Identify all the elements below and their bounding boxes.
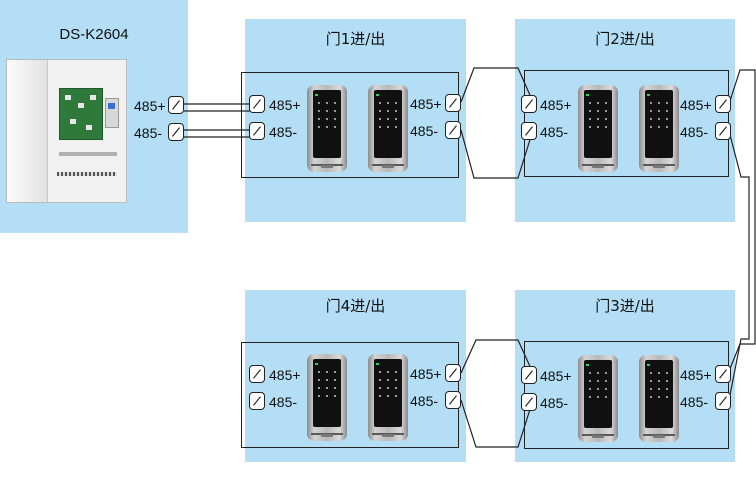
door3-in-minus-label: 485- <box>540 395 569 411</box>
door1-in-minus-terminal <box>249 122 265 140</box>
door3-out-minus-label: 485- <box>680 394 709 410</box>
door3-title: 门3进/出 <box>595 297 655 315</box>
door3-panel: 门3进/出 <box>515 290 735 462</box>
door3-in-minus-terminal <box>521 393 537 411</box>
door1-reader-in <box>307 85 347 172</box>
controller-cabinet-image <box>6 59 127 203</box>
door2-reader-out <box>639 85 679 172</box>
door1-in-plus-label: 485+ <box>269 97 301 113</box>
door2-in-minus-terminal <box>521 122 537 140</box>
door4-out-minus-label: 485- <box>410 393 439 409</box>
door3-reader-out <box>639 355 679 442</box>
controller-title: DS-K2604 <box>59 26 129 43</box>
door2-panel: 门2进/出 <box>515 19 735 222</box>
controller-minus-terminal <box>168 123 184 141</box>
door2-in-minus-label: 485- <box>540 124 569 140</box>
door1-in-plus-terminal <box>249 95 265 113</box>
controller-minus-label: 485- <box>134 125 163 141</box>
door4-title: 门4进/出 <box>325 297 386 315</box>
door1-out-minus-terminal <box>445 121 461 139</box>
door2-in-plus-label: 485+ <box>540 97 572 113</box>
door4-reader-in <box>307 354 347 441</box>
door4-out-plus-label: 485+ <box>410 366 442 382</box>
door2-reader-in <box>578 85 618 172</box>
door2-out-minus-label: 485- <box>680 124 709 140</box>
door4-in-minus-terminal <box>249 392 265 410</box>
door1-title: 门1进/出 <box>325 30 386 48</box>
power-supply <box>105 98 119 128</box>
door4-in-plus-terminal <box>249 365 265 383</box>
door1-out-plus-terminal <box>445 94 461 112</box>
controller-board <box>59 88 103 140</box>
door3-in-plus-label: 485+ <box>540 368 572 384</box>
door1-out-minus-label: 485- <box>410 123 439 139</box>
controller-plus-label: 485+ <box>134 98 166 114</box>
door2-out-plus-terminal <box>715 95 731 113</box>
door4-out-minus-terminal <box>445 391 461 409</box>
door1-panel: 门1进/出 <box>245 19 466 222</box>
door3-out-plus-terminal <box>715 365 731 383</box>
door1-in-minus-label: 485- <box>269 124 298 140</box>
controller-plus-terminal <box>168 96 184 114</box>
cabinet-door <box>7 60 48 202</box>
door3-in-plus-terminal <box>521 366 537 384</box>
door4-panel: 门4进/出 <box>245 290 466 462</box>
door2-in-plus-terminal <box>521 95 537 113</box>
door2-out-plus-label: 485+ <box>680 97 712 113</box>
door2-title: 门2进/出 <box>595 30 655 48</box>
door3-reader-in <box>578 355 618 442</box>
door1-reader-out <box>368 85 408 172</box>
door2-out-minus-terminal <box>715 122 731 140</box>
door1-out-plus-label: 485+ <box>410 96 442 112</box>
door4-in-plus-label: 485+ <box>269 367 301 383</box>
door4-out-plus-terminal <box>445 364 461 382</box>
door4-reader-out <box>368 354 408 441</box>
terminal-block <box>57 172 117 176</box>
din-rail <box>59 152 117 156</box>
door3-out-plus-label: 485+ <box>680 367 712 383</box>
door3-out-minus-terminal <box>715 392 731 410</box>
door4-in-minus-label: 485- <box>269 394 298 410</box>
